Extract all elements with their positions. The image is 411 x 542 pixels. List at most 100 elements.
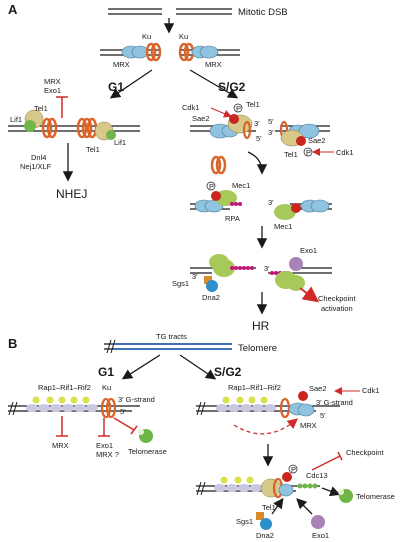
cdk1-label-right: Cdk1 [336, 148, 354, 157]
exo1-label-b-1: Exo1 [96, 441, 113, 450]
hr-label: HR [252, 319, 270, 333]
three-prime-a2: 3′ [268, 128, 274, 137]
phase-g1-label: G1 [108, 80, 124, 94]
sgs1-label-a: Sgs1 [172, 279, 189, 288]
arrow-sg2-curve [247, 151, 268, 175]
telomerase-label-right: Telomerase [356, 492, 395, 501]
mrx-exo1-label-1: MRX [44, 77, 61, 86]
mec1-rpa-right [274, 199, 332, 220]
ku-ring-released [210, 155, 222, 175]
g-strand-label-right: 3′ G-strand [316, 398, 353, 407]
panel-a: A Mitotic DSB Ku Ku MRX MRX [8, 2, 356, 333]
tel1-label-top: Tel1 [34, 104, 48, 113]
checkpoint-label-b: Checkpoint [346, 448, 384, 457]
ku-label-right: Ku [179, 32, 188, 41]
lif1-shape-left [24, 120, 36, 132]
ku-ring-left [145, 42, 157, 62]
dna2-label-b: Dna2 [256, 531, 274, 540]
p-mark-left [233, 103, 243, 113]
mrx-label-right: MRX [205, 60, 222, 69]
nhej-label: NHEJ [56, 187, 87, 201]
three-prime-a4: 3′ [192, 272, 198, 281]
sgs1-shape-b [256, 512, 264, 520]
tel1-label-b: Tel1 [262, 503, 276, 512]
tel1-label-right: Tel1 [284, 150, 298, 159]
ku-ring-g1-right [76, 117, 88, 139]
arrow-to-sg2 [189, 69, 239, 99]
g1-telomere-complex [8, 396, 140, 419]
three-prime-a1: 3′ [254, 119, 260, 128]
mrx-label-b: MRX [52, 441, 69, 450]
sae2-shape-left [229, 114, 239, 124]
panel-b-label: B [8, 336, 17, 351]
tel1-label-sg2: Tel1 [246, 100, 260, 109]
inhibit-checkpoint-b [311, 455, 341, 471]
dna2-shape-b [260, 518, 272, 530]
checkpoint-label-2: activation [321, 304, 353, 313]
ku-ring-g1-left [41, 117, 53, 139]
dnl4-label-2: Nej1/XLF [20, 162, 52, 171]
dna2-label-a: Dna2 [202, 293, 220, 302]
cdk1-label-b: Cdk1 [362, 386, 380, 395]
mec1-label-a: Mec1 [232, 181, 250, 190]
ku-ring-right [178, 42, 190, 62]
telomere-dna [104, 339, 232, 354]
p-text-left: P [236, 104, 241, 113]
p-text-b: P [291, 465, 296, 474]
sg2-sae2-complex [190, 103, 334, 157]
panel-b: B TG tracts Telomere G1 S/G2 [8, 332, 395, 540]
mrx-exo1-label-2: Exo1 [44, 86, 61, 95]
cdc13-shape [297, 483, 303, 489]
five-prime-b-right: 5′ [320, 411, 326, 420]
rap1-label-right: Rap1–Rif1–Rif2 [228, 383, 281, 392]
mitotic-dsb-dna [108, 8, 232, 15]
telomerase-label-left: Telomerase [128, 447, 167, 456]
cdk1-label-left: Cdk1 [182, 103, 200, 112]
tel1-shape-b [260, 478, 282, 498]
mec1-rpa-left [190, 181, 242, 213]
arrow-checkpoint-a [299, 286, 320, 303]
mrx-label-left: MRX [113, 60, 130, 69]
lif1-label-right: Lif1 [114, 138, 126, 147]
phase-sg2-label: S/G2 [218, 80, 246, 94]
rap1-label-left: Rap1–Rif1–Rif2 [38, 383, 91, 392]
p-text-right: P [306, 148, 311, 157]
phase-g1-b: G1 [98, 365, 114, 379]
sae2-shape-right [296, 136, 306, 146]
sae2-shape-b [298, 391, 308, 401]
long-range-resection [190, 254, 332, 292]
three-prime-a3: 3′ [268, 198, 274, 207]
exo1-label-b: Exo1 [312, 531, 329, 540]
panel-a-label: A [8, 2, 18, 17]
arrow-b-sg2 [179, 354, 217, 380]
g-strand-label-left: 3′ G-strand [118, 395, 155, 404]
exo1-label-b-2: MRX ? [96, 450, 119, 459]
tg-tracts-label: TG tracts [156, 332, 187, 341]
rpa-label: RPA [225, 214, 240, 223]
sae2-label-b: Sae2 [309, 384, 327, 393]
inhibit-telomerase-b [113, 417, 135, 431]
exo1-shape-a [289, 257, 303, 271]
sae2-label-right: Sae2 [308, 136, 326, 145]
ku-ring-b [100, 397, 112, 419]
five-prime-a2: 5′ [268, 117, 274, 126]
sg2-telomere-complex [196, 391, 340, 435]
dna2-shape-a [206, 280, 218, 292]
sg2-telomere-resection [196, 464, 320, 499]
p-text-mec1: P [209, 182, 214, 191]
mitotic-dsb-label: Mitotic DSB [238, 7, 288, 18]
lif1-shape-right [106, 130, 116, 140]
mec1-shape-right [274, 204, 296, 220]
dnl4-label-1: Dnl4 [31, 153, 46, 162]
five-prime-a1: 5′ [256, 134, 262, 143]
cdc13-label: Cdc13 [306, 471, 328, 480]
arrow-b-g1 [121, 354, 161, 380]
exo1-label-a: Exo1 [300, 246, 317, 255]
g1-ku-complex [8, 109, 140, 141]
sae2-label-left: Sae2 [192, 114, 210, 123]
phase-sg2-b: S/G2 [214, 365, 242, 379]
telomere-label: Telomere [238, 343, 277, 354]
mrx-label-right-b: MRX [300, 421, 317, 430]
lif1-label-left: Lif1 [10, 115, 22, 124]
